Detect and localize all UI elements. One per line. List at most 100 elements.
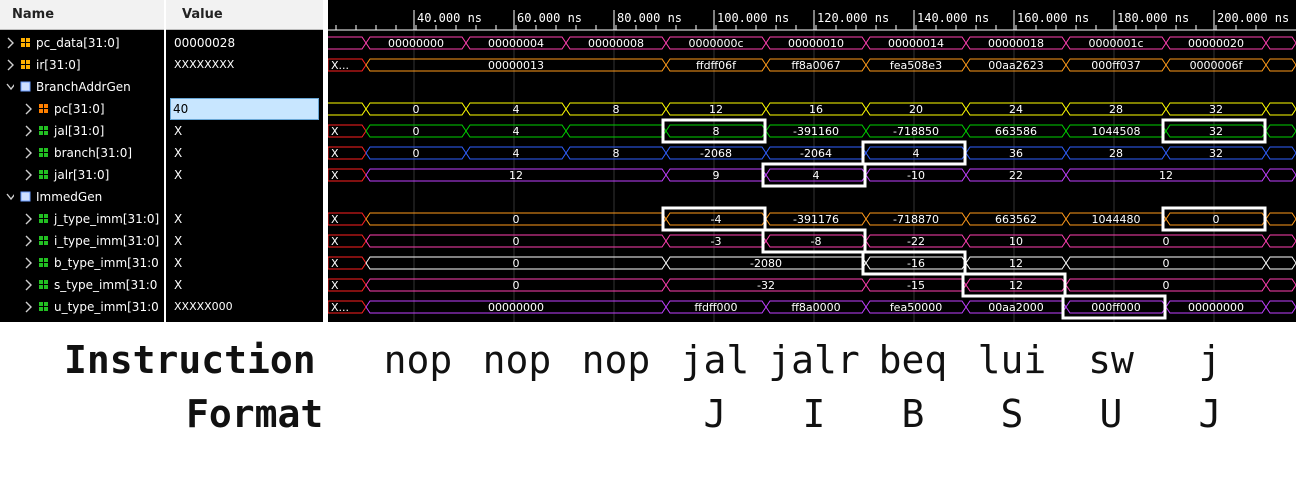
output-bus-icon: [39, 280, 48, 289]
waveform-value: -391160: [793, 125, 839, 138]
waveform-segment[interactable]: [1265, 300, 1296, 314]
waveform-segment[interactable]: [1265, 212, 1296, 226]
signal-row[interactable]: pc_data[31:0]: [0, 32, 164, 54]
chevron-right-icon[interactable]: [6, 37, 14, 49]
chevron-right-icon[interactable]: [6, 59, 14, 71]
ruler-label: 120.000 ns: [817, 11, 889, 25]
output-bus-icon: [39, 126, 48, 135]
waveform-value: -15: [907, 279, 925, 292]
waveform-value: 22: [1009, 169, 1023, 182]
signal-row[interactable]: b_type_imm[31:0: [0, 252, 164, 274]
chevron-right-icon[interactable]: [24, 213, 32, 225]
chevron-down-icon[interactable]: [6, 81, 14, 93]
name-column-header[interactable]: Name: [0, 0, 164, 30]
chevron-right-icon[interactable]: [24, 169, 32, 181]
signal-value: X: [174, 146, 183, 160]
chevron-right-icon[interactable]: [24, 147, 32, 159]
chevron-right-icon[interactable]: [24, 301, 32, 313]
signal-row[interactable]: pc[31:0]: [0, 98, 164, 120]
highlight-box: [861, 250, 967, 276]
waveform-value: 32: [1209, 125, 1223, 138]
signal-row[interactable]: ir[31:0]: [0, 54, 164, 76]
instruction-format: I: [802, 392, 826, 436]
signal-row[interactable]: BranchAddrGen: [0, 76, 164, 98]
waveform-segment[interactable]: [565, 124, 667, 138]
signal-row[interactable]: u_type_imm[31:0: [0, 296, 164, 318]
waveform-value: fea508e3: [890, 59, 942, 72]
waveform-value: 000ff000: [1091, 301, 1141, 314]
ruler-label: 100.000 ns: [717, 11, 789, 25]
waveform-value: 9: [713, 169, 720, 182]
waveform-segment[interactable]: [328, 102, 367, 116]
waveform-value: 28: [1109, 147, 1123, 160]
waveform-value: 00000004: [488, 37, 544, 50]
waveform-segment[interactable]: [1265, 146, 1296, 160]
waveform-value: -2064: [800, 147, 832, 160]
waveform-value: -8: [811, 235, 822, 248]
signal-value[interactable]: 40: [170, 98, 319, 120]
waveform-value: 24: [1009, 103, 1023, 116]
waveform-value: -32: [757, 279, 775, 292]
signal-row[interactable]: jal[31:0]: [0, 120, 164, 142]
waveform-segment[interactable]: [1265, 36, 1296, 50]
waveform-segment[interactable]: [1265, 58, 1296, 72]
time-ruler[interactable]: [328, 0, 1296, 30]
waveform-value: -391176: [793, 213, 839, 226]
waveform-segment[interactable]: [1265, 234, 1296, 248]
chevron-down-icon[interactable]: [6, 191, 14, 203]
instruction-mnemonic: sw: [1088, 338, 1134, 382]
waveform-value: 00000000: [488, 301, 544, 314]
waveform-value: -718870: [893, 213, 939, 226]
signal-name: b_type_imm[31:0: [54, 256, 159, 270]
chevron-right-icon[interactable]: [24, 103, 32, 115]
value-column-header[interactable]: Value: [166, 0, 323, 30]
signal-value: X: [174, 168, 183, 182]
waveform-value: 0: [513, 279, 520, 292]
waveform-segment[interactable]: [1265, 256, 1296, 270]
waveform-segment[interactable]: [1265, 102, 1296, 116]
output-bus-icon: [39, 258, 48, 267]
instruction-mnemonic: nop: [482, 338, 552, 382]
waveform-value: X: [331, 125, 339, 138]
instruction-format: U: [1099, 392, 1123, 436]
chevron-right-icon[interactable]: [24, 125, 32, 137]
waveform-value: 10: [1009, 235, 1023, 248]
panel-divider[interactable]: [323, 0, 328, 322]
waveform-value: X...: [331, 301, 349, 314]
signal-row[interactable]: i_type_imm[31:0]: [0, 230, 164, 252]
waveform-segment[interactable]: [1265, 278, 1296, 292]
waveform-value: 28: [1109, 103, 1123, 116]
chevron-right-icon[interactable]: [24, 257, 32, 269]
signal-name: s_type_imm[31:0: [54, 278, 158, 292]
signal-name: ir[31:0]: [36, 58, 81, 72]
waveform-value: 00aa2000: [988, 301, 1043, 314]
waveform-value: 00000020: [1188, 37, 1244, 50]
waveform-value: 00000000: [388, 37, 444, 50]
instruction-mnemonic: nop: [383, 338, 453, 382]
waveform-value: 8: [613, 103, 620, 116]
signal-row[interactable]: branch[31:0]: [0, 142, 164, 164]
signal-row[interactable]: j_type_imm[31:0]: [0, 208, 164, 230]
waveform-value: 00000010: [788, 37, 844, 50]
waveform-value: 0: [513, 235, 520, 248]
chevron-right-icon[interactable]: [24, 279, 32, 291]
waveform-value: X: [331, 257, 339, 270]
waveform-segment[interactable]: [1265, 124, 1296, 138]
chevron-right-icon[interactable]: [24, 235, 32, 247]
output-bus-icon: [39, 214, 48, 223]
column-divider[interactable]: [164, 0, 166, 322]
waveform-value: 00000013: [488, 59, 544, 72]
signal-name: u_type_imm[31:0: [54, 300, 159, 314]
instruction-format: B: [901, 392, 925, 436]
signal-row[interactable]: s_type_imm[31:0: [0, 274, 164, 296]
signal-value: XXXXXXXX: [174, 58, 235, 71]
signal-row[interactable]: ImmedGen: [0, 186, 164, 208]
signal-name: ImmedGen: [36, 190, 103, 204]
waveform-segment[interactable]: [1265, 168, 1296, 182]
waveform-segment[interactable]: [328, 36, 367, 50]
waveform-value: 4: [913, 147, 920, 160]
signal-row[interactable]: jalr[31:0]: [0, 164, 164, 186]
waveform-value: 0: [513, 213, 520, 226]
instruction-mnemonic: jal: [680, 338, 750, 382]
